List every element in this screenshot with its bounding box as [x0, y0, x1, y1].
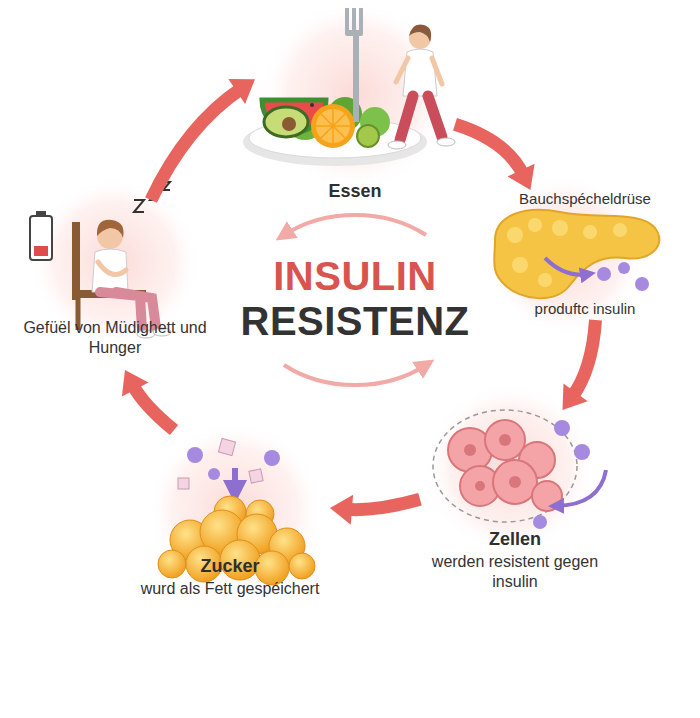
food-illustration — [316, 109, 350, 143]
diagram-title: INSULIN RESISTENZ — [215, 254, 495, 344]
arrow-head — [507, 164, 534, 190]
fatigue-illustration — [30, 216, 52, 260]
food-illustration — [409, 24, 431, 42]
cycle-arrow — [151, 79, 255, 200]
food-illustration — [243, 0, 455, 190]
fat-storage-illustration — [255, 551, 289, 585]
food-illustration — [353, 30, 359, 122]
step-node: Zuckerwurd als Fett gespéichert — [130, 430, 330, 625]
pancreas-illustration — [528, 218, 542, 232]
node-label: wurd als Fett gespéichert — [130, 579, 330, 599]
node-label: Bauchspécheldrüse — [480, 190, 690, 209]
fatigue-illustration — [98, 262, 126, 275]
arrow-shaft — [346, 499, 420, 509]
arrow-shaft — [572, 320, 596, 397]
center-cycle-arrows — [284, 215, 426, 235]
arrow-head — [330, 495, 353, 525]
fat-storage-illustration — [249, 469, 263, 483]
pancreas-illustration — [512, 257, 528, 273]
arrow-head — [563, 383, 588, 410]
step-node: Gefüël von Müdighett und Hunger — [15, 200, 215, 370]
step-node: Essen — [255, 15, 455, 210]
food-illustration — [396, 58, 442, 84]
cells-illustration — [425, 383, 606, 553]
food-illustration — [311, 104, 355, 148]
pancreas-illustration — [597, 267, 611, 281]
cycle-arrow — [122, 370, 174, 430]
pancreas-illustration — [538, 273, 552, 287]
cells-illustration — [509, 476, 521, 488]
fatigue-illustration — [34, 246, 48, 256]
cells-illustration — [499, 434, 511, 446]
fat-storage-illustration — [264, 450, 280, 466]
fatigue-illustration — [36, 211, 46, 216]
food-illustration — [388, 141, 406, 149]
fat-storage-illustration — [178, 478, 189, 489]
cells-illustration — [433, 410, 577, 522]
food-illustration — [437, 138, 455, 146]
food-illustration — [282, 117, 296, 131]
food-illustration — [345, 30, 363, 36]
fat-storage-illustration — [158, 550, 186, 578]
cells-illustration — [574, 444, 590, 460]
fatigue-illustration — [97, 220, 124, 238]
pancreas-illustration — [507, 227, 523, 243]
cells-illustration — [554, 420, 570, 436]
cells-illustration — [475, 481, 485, 491]
arrow-shaft — [132, 384, 174, 430]
cells-illustration — [425, 383, 595, 553]
pancreas-illustration — [583, 225, 597, 239]
food-illustration — [310, 103, 314, 107]
arrow-shaft — [455, 124, 524, 175]
food-illustration — [357, 125, 379, 147]
arrow-head — [228, 79, 255, 104]
node-heading: Essen — [255, 180, 455, 203]
pancreas-illustration — [552, 220, 568, 236]
step-node: Zellenwerden resistent gegen insulin — [420, 410, 610, 600]
arrow-head — [122, 370, 149, 396]
pancreas-illustration — [618, 262, 630, 274]
node-label: werden resistent gegen insulin — [420, 552, 610, 592]
cells-illustration — [464, 444, 476, 456]
fat-storage-illustration — [208, 468, 220, 480]
fatigue-illustration — [134, 182, 170, 212]
food-illustration — [316, 109, 350, 143]
cells-illustration — [533, 515, 547, 529]
fatigue-illustration — [72, 222, 80, 300]
cycle-arrow — [330, 495, 420, 525]
food-illustration — [400, 96, 442, 140]
node-heading: Zellen — [420, 528, 610, 551]
pancreas-illustration — [545, 258, 588, 275]
node-label: produftc insulin — [480, 300, 690, 319]
cycle-arrow — [455, 124, 535, 190]
arrow-shaft — [151, 88, 242, 200]
fat-storage-illustration — [289, 553, 315, 579]
pancreas-illustration — [613, 223, 627, 237]
pancreas-illustration — [494, 210, 659, 298]
food-illustration — [264, 107, 308, 137]
pancreas-illustration — [635, 277, 649, 291]
cells-illustration — [556, 470, 606, 506]
fat-storage-illustration — [187, 447, 203, 463]
center-cycle-arrows — [284, 365, 426, 385]
node-heading: Zucker — [130, 555, 330, 578]
fatigue-illustration — [92, 249, 128, 292]
fat-storage-illustration — [232, 468, 238, 492]
cycle-arrow — [563, 320, 596, 410]
fat-storage-illustration — [218, 438, 235, 455]
step-node: Bauchspécheldrüse produftc insulin — [480, 190, 690, 320]
node-label: Gefüël von Müdighett und Hunger — [15, 318, 215, 358]
cells-illustration — [493, 460, 537, 504]
